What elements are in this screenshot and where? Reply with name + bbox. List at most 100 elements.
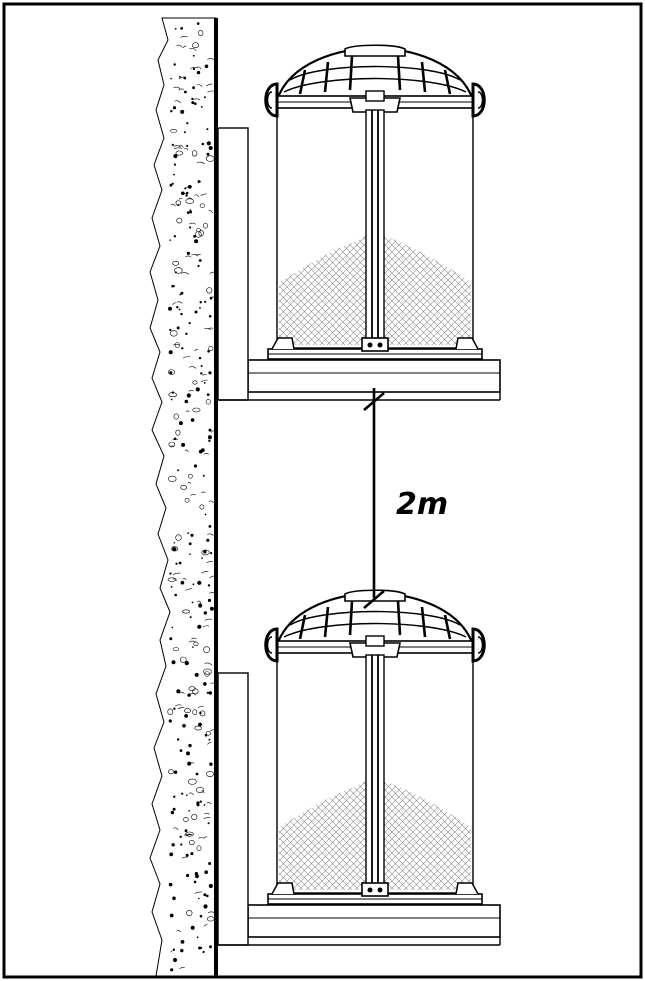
wall-speckle [197, 180, 201, 184]
wall-speckle [173, 145, 181, 148]
wall-speckle [204, 733, 208, 737]
wall-speckle [180, 36, 188, 38]
wall-speckle [187, 482, 192, 485]
wall-speckle [194, 102, 197, 105]
wall-speckle [171, 546, 178, 552]
dimension-label: 2m [396, 487, 448, 522]
wall-speckle [206, 83, 213, 87]
wall-speckle [183, 76, 187, 80]
wall-speckle [191, 254, 199, 257]
wall-speckle [179, 835, 182, 838]
wall-speckle [172, 302, 176, 305]
wall-speckle [188, 743, 192, 748]
wall-speckle [181, 442, 186, 447]
wall-speckle [186, 393, 191, 398]
wall-speckle [174, 271, 177, 274]
wall-speckle [204, 618, 213, 621]
wall-speckle [198, 837, 205, 839]
wall-speckle [208, 146, 213, 150]
wall-speckle [207, 742, 212, 745]
wall-speckle [208, 883, 213, 889]
wall-speckle [182, 723, 186, 728]
wall-speckle [193, 880, 197, 884]
wall-speckle [207, 58, 215, 60]
wall-speckle [207, 327, 214, 330]
wall-speckle [206, 141, 211, 146]
wall-speckle [197, 705, 204, 709]
wall-speckle [192, 407, 201, 413]
wall-speckle [173, 86, 181, 90]
wall-speckle [171, 626, 174, 629]
wall-speckle [189, 222, 196, 225]
wall-speckle [179, 293, 181, 296]
wall-speckle [204, 870, 208, 874]
wall-speckle [178, 421, 183, 426]
wall-speckle [201, 557, 203, 559]
wall-speckle [184, 714, 189, 718]
wall-speckle [200, 106, 203, 108]
wall-speckle [185, 588, 193, 591]
wall-speckle [199, 504, 205, 510]
wall-speckle [173, 285, 176, 287]
wall-speckle [176, 44, 183, 48]
wall-speckle [200, 790, 205, 794]
wall-speckle [178, 197, 183, 200]
wall-speckle [192, 54, 195, 57]
wall-speckle [194, 239, 199, 244]
wall-speckle [195, 231, 202, 238]
wall-speckle [203, 222, 209, 229]
wall-speckle [196, 84, 203, 87]
wall-speckle [209, 945, 212, 949]
wall-speckle [169, 328, 172, 332]
wall-speckle [193, 234, 197, 238]
wall-speckle [172, 807, 176, 811]
wall-icon [149, 17, 219, 977]
wall-speckle [188, 792, 194, 796]
wall-speckle [170, 950, 175, 953]
wall-speckle [172, 957, 178, 963]
wall-speckle [198, 230, 204, 237]
wall-speckle [168, 306, 172, 311]
wall-speckle [169, 239, 171, 241]
wall-speckle [196, 70, 201, 75]
wall-speckle [176, 689, 181, 694]
wall-speckle [203, 817, 211, 820]
wall-speckle [201, 549, 210, 556]
wall-speckle [207, 350, 210, 353]
wall-speckle [187, 693, 191, 697]
wall-speckle [193, 641, 199, 646]
wall-speckle [206, 894, 209, 898]
wall-speckle [203, 550, 207, 554]
wall-speckle [176, 738, 180, 741]
wall-speckle [190, 925, 195, 930]
wall-speckle [190, 493, 196, 496]
wall-speckle [201, 571, 209, 574]
wall-speckle [169, 445, 175, 448]
wall-speckle [182, 609, 190, 614]
wall-speckle [180, 312, 183, 316]
wall-speckle [194, 194, 200, 198]
wall-speckle [173, 163, 177, 166]
wall-speckle [174, 28, 177, 30]
wall-speckle [181, 347, 184, 350]
wall-speckle [200, 448, 205, 452]
wall-speckle [170, 203, 176, 207]
wall-speckle [173, 63, 176, 66]
wall-speckle [204, 662, 213, 666]
wall-speckle [168, 350, 173, 355]
wall-speckle [209, 296, 213, 300]
wall-speckle [184, 829, 188, 833]
wall-speckle [206, 691, 209, 694]
wall-speckle [190, 67, 198, 69]
wall-speckle [196, 228, 202, 233]
wall-speckle [172, 827, 179, 831]
wall-speckle [168, 882, 173, 887]
wall-speckle [169, 852, 174, 857]
wall-speckle [184, 399, 189, 404]
wall-speckle [206, 771, 214, 777]
wall-speckle [172, 578, 178, 581]
wall-speckle [208, 500, 214, 503]
wall-speckle [180, 291, 184, 295]
wall-speckle [209, 606, 214, 611]
wall-speckle [191, 101, 195, 105]
